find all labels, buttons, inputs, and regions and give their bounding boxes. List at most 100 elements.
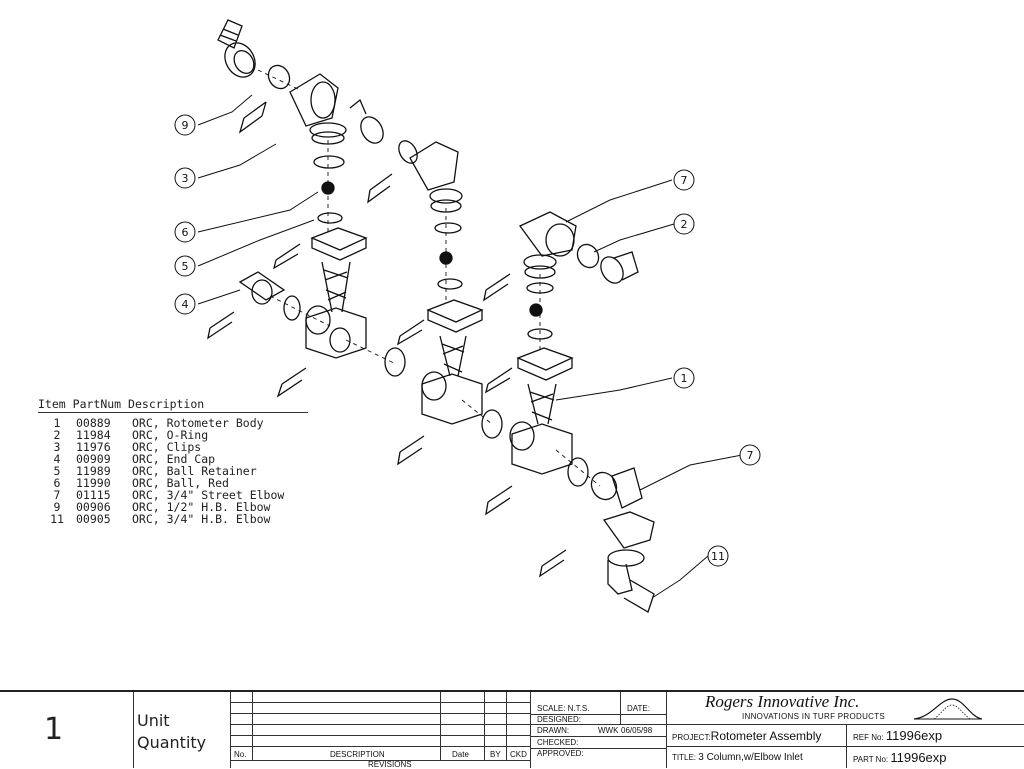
project-field: PROJECT:Rotometer Assembly [672, 729, 821, 743]
exploded-assembly-drawing: 9 3 6 5 4 7 2 1 7 11 [174, 19, 761, 613]
callout-4: 4 [174, 293, 196, 315]
part-number: 01115 [76, 488, 111, 502]
divider [530, 748, 666, 749]
part-number: 11989 [76, 464, 111, 478]
divider [666, 746, 1024, 747]
part-item: 3 [53, 440, 61, 454]
callout-7-top: 7 [673, 169, 695, 191]
callout-5-label: 5 [182, 260, 189, 273]
column-1 [207, 19, 384, 398]
quantity-label-quantity: Quantity [137, 733, 207, 752]
title-label: TITLE: [672, 753, 697, 762]
divider [484, 692, 485, 760]
part-item: 2 [53, 428, 61, 442]
callout-4-label: 4 [182, 298, 189, 311]
approved-label: APPROVED: [537, 749, 584, 758]
parts-row: 1 00889 ORC, Rotometer Body [38, 417, 308, 429]
divider [230, 724, 530, 725]
part-item: 11 [50, 512, 64, 526]
part-number: 11990 [76, 476, 111, 490]
project-value: Rotometer Assembly [710, 729, 822, 743]
parts-row: 11 00905 ORC, 3/4" H.B. Elbow [38, 513, 308, 525]
column-3 [483, 211, 655, 613]
part-item: 9 [53, 500, 61, 514]
scale: SCALE: N.T.S. [537, 704, 590, 713]
divider [530, 724, 666, 725]
parts-row: 2 11984 ORC, O-Ring [38, 429, 308, 441]
drawn-date: 06/05/98 [621, 726, 653, 735]
part-description: ORC, Ball, Red [132, 476, 229, 490]
callout-2: 2 [673, 213, 695, 235]
column-2 [367, 140, 503, 466]
drawn-label: DRAWN: [537, 726, 570, 735]
date-label: DATE: [627, 704, 650, 713]
divider [252, 692, 253, 760]
parts-list-header: Item PartNum Description [38, 397, 308, 413]
part-description: ORC, Ball Retainer [132, 464, 257, 478]
ref-value: 11996exp [885, 728, 943, 743]
header-item: Item [38, 397, 66, 411]
part-item: 6 [53, 476, 61, 490]
callout-1-label: 1 [681, 372, 688, 385]
divider [230, 746, 530, 747]
divider [230, 735, 530, 736]
rev-description: DESCRIPTION [330, 750, 385, 759]
revisions-label: REVISIONS [368, 760, 412, 769]
callout-9-label: 9 [182, 119, 189, 132]
callout-2-label: 2 [681, 218, 688, 231]
callout-11-label: 11 [711, 550, 725, 563]
part-item: 7 [53, 488, 61, 502]
parts-row: 7 01115 ORC, 3/4" Street Elbow [38, 489, 308, 501]
title-value: 3 Column,w/Elbow Inlet [698, 752, 803, 763]
part-value: 11996exp [890, 750, 947, 765]
callout-7-bottom-label: 7 [747, 449, 754, 462]
quantity-label-unit: Unit [137, 711, 170, 730]
parts-row: 5 11989 ORC, Ball Retainer [38, 465, 308, 477]
divider [530, 736, 666, 737]
part-number: 00905 [76, 512, 111, 526]
divider [530, 692, 531, 768]
callout-1: 1 [673, 367, 695, 389]
divider [230, 713, 530, 714]
divider [620, 692, 621, 724]
part-description: ORC, 3/4" H.B. Elbow [132, 512, 271, 526]
callout-5: 5 [174, 255, 196, 277]
callout-3-label: 3 [182, 172, 189, 185]
callout-3: 3 [174, 167, 196, 189]
divider [666, 724, 1024, 725]
parts-row: 9 00906 ORC, 1/2" H.B. Elbow [38, 501, 308, 513]
divider [230, 692, 231, 768]
project-label: PROJECT: [672, 733, 711, 742]
part-number: 11976 [76, 440, 111, 454]
part-item: 1 [53, 416, 61, 430]
company-logo [913, 698, 983, 720]
divider [666, 692, 667, 768]
part-number: 00906 [76, 500, 111, 514]
part-description: ORC, O-Ring [132, 428, 209, 442]
part-item: 5 [53, 464, 61, 478]
part-description: ORC, 1/2" H.B. Elbow [132, 500, 271, 514]
callout-6: 6 [174, 221, 196, 243]
part-field: PART No: 11996exp [853, 750, 947, 765]
rev-date: Date [452, 750, 469, 759]
part-description: ORC, Rotometer Body [132, 416, 264, 430]
header-description: Description [128, 397, 205, 411]
callout-7-bottom: 7 [739, 444, 761, 466]
header-partnum: PartNum [72, 397, 122, 411]
callout-11: 11 [707, 545, 729, 567]
callout-6-label: 6 [182, 226, 189, 239]
title-field: TITLE: 3 Column,w/Elbow Inlet [672, 752, 803, 763]
part-description: ORC, Clips [132, 440, 202, 454]
part-description: ORC, 3/4" Street Elbow [132, 488, 285, 502]
quantity-number: 1 [44, 712, 64, 747]
part-item: 4 [53, 452, 61, 466]
rev-ckd: CKD [510, 750, 527, 759]
checked-label: CHECKED: [537, 738, 579, 747]
callout-7-top-label: 7 [681, 174, 688, 187]
part-number: 00889 [76, 416, 111, 430]
part-number: 11984 [76, 428, 111, 442]
quantity-label: Unit Quantity [137, 710, 206, 754]
designed-label: DESIGNED: [537, 715, 582, 724]
callout-9: 9 [174, 114, 196, 136]
